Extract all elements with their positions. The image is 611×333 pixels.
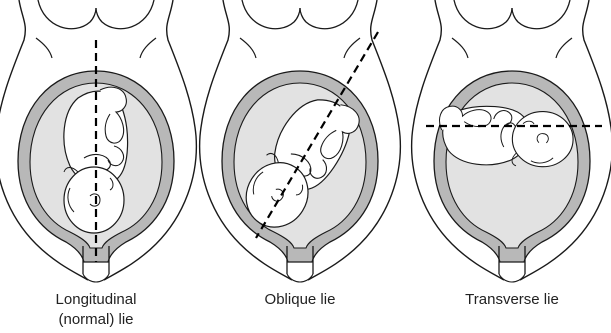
caption-longitudinal: Longitudinal (normal) lie	[36, 290, 156, 330]
caption-line: Transverse lie	[447, 290, 577, 310]
panel-oblique	[200, 0, 401, 282]
caption-transverse: Transverse lie	[447, 290, 577, 310]
caption-line: (normal) lie	[36, 310, 156, 330]
caption-line: Longitudinal	[36, 290, 156, 310]
caption-line: Oblique lie	[240, 290, 360, 310]
fetus-illustration	[438, 105, 574, 168]
panel-transverse	[412, 0, 611, 282]
caption-oblique: Oblique lie	[240, 290, 360, 310]
panel-longitudinal	[0, 0, 196, 282]
